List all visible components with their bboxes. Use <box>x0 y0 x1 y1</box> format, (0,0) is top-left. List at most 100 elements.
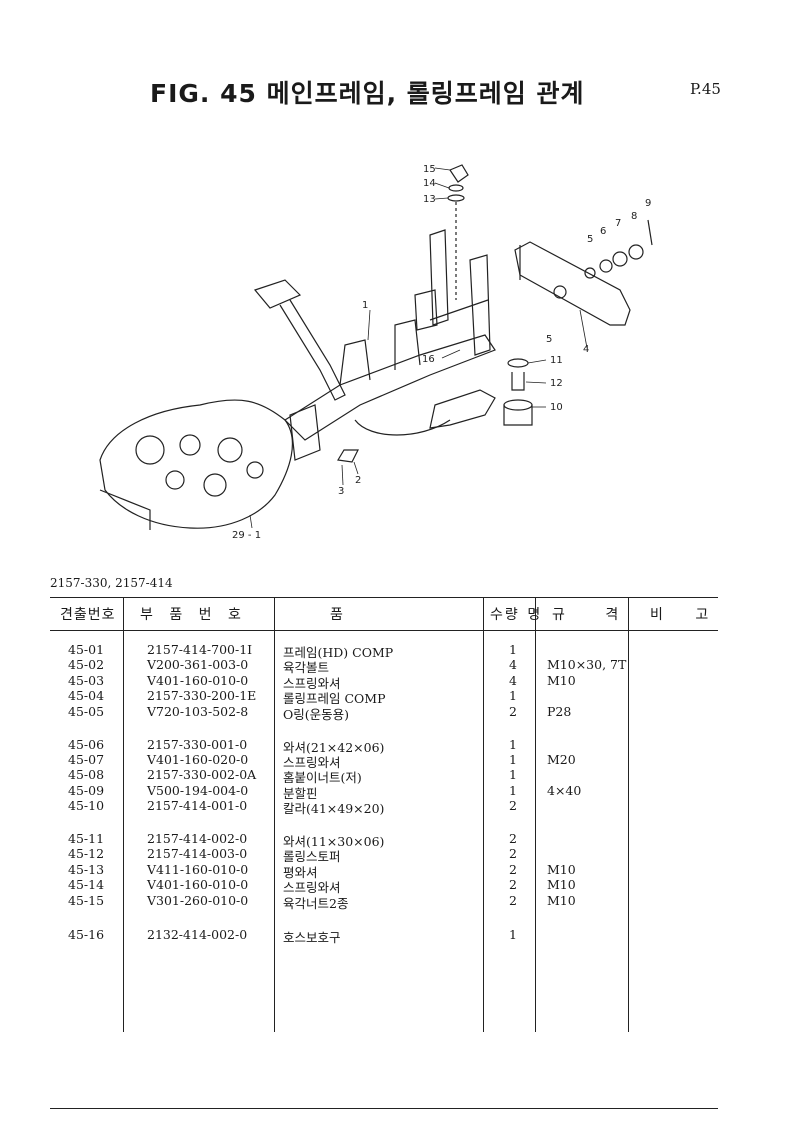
ref-no-cell: 45-04 <box>68 688 105 703</box>
qty-cell: 1 <box>509 642 517 657</box>
table-bottom-rule <box>50 1108 718 1109</box>
part-name-cell: 평와셔 <box>283 865 318 880</box>
part-name-cell: 와셔(21×42×06) <box>283 740 385 755</box>
callout-9: 9 <box>645 198 651 209</box>
page-title: FIG. 45 메인프레임, 롤링프레임 관계 <box>150 79 585 108</box>
bolt-drawing <box>337 449 359 463</box>
qty-cell: 2 <box>509 798 517 813</box>
rolling-stopper-drawing <box>511 372 525 391</box>
part-name-cell: 칼라(41×49×20) <box>283 801 385 816</box>
part-no-cell: V500-194-004-0 <box>147 783 249 798</box>
qty-cell: 1 <box>509 783 517 798</box>
part-name-cell: 프레임(HD) COMP <box>283 645 394 660</box>
exploded-parts-diagram: 15 14 13 5 6 7 8 9 1 16 5 4 11 12 10 3 2… <box>99 164 653 541</box>
ref-no-cell: 45-06 <box>68 737 105 752</box>
header-part-name: 품 명 <box>330 607 631 623</box>
ref-no-cell: 45-15 <box>68 893 105 908</box>
callout-5a: 5 <box>587 234 593 245</box>
part-no-cell: V401-160-010-0 <box>147 877 249 892</box>
header-qty: 수량 <box>490 607 520 623</box>
part-name-cell: 분할핀 <box>283 786 318 801</box>
spec-cell: M10 <box>547 673 576 688</box>
main-frame-drawing <box>284 334 496 441</box>
qty-cell: 2 <box>509 846 517 861</box>
ref-no-cell: 45-10 <box>68 798 105 813</box>
spec-cell: M10 <box>547 893 576 908</box>
part-name-cell: 홈붙이너트(저) <box>283 770 362 785</box>
qty-cell: 2 <box>509 862 517 877</box>
callout-4: 4 <box>583 344 589 355</box>
callout-1: 1 <box>362 300 368 311</box>
table-row: 45-04 2157-330-200-1E 롤링프레임 COMP 1 <box>0 688 787 706</box>
transmission-housing-drawing <box>99 399 293 529</box>
column-divider <box>274 597 275 1032</box>
qty-cell: 1 <box>509 688 517 703</box>
callout-2: 2 <box>355 475 361 486</box>
callout-16: 16 <box>422 354 435 365</box>
part-name-cell: 스프링와셔 <box>283 880 341 895</box>
part-no-cell: 2157-330-200-1E <box>147 688 257 703</box>
ref-no-cell: 45-07 <box>68 752 105 767</box>
model-numbers: 2157-330, 2157-414 <box>50 576 173 590</box>
part-no-cell: 2157-414-700-1I <box>147 642 253 657</box>
part-name-cell: 롤링프레임 COMP <box>283 691 386 706</box>
spec-cell: M10 <box>547 877 576 892</box>
ref-no-cell: 45-03 <box>68 673 105 688</box>
ref-no-cell: 45-02 <box>68 657 105 672</box>
header-spec: 규 격 <box>552 607 637 623</box>
callout-7: 7 <box>615 218 621 229</box>
qty-cell: 2 <box>509 831 517 846</box>
spec-cell: M20 <box>547 752 576 767</box>
header-ref-no: 견출번호 <box>60 607 116 623</box>
part-name-cell: 육각볼트 <box>283 660 330 675</box>
callout-15: 15 <box>423 164 436 175</box>
pedal-right-drawing <box>429 389 496 429</box>
column-divider <box>628 597 629 1032</box>
table-top-rule <box>50 597 718 598</box>
callout-11: 11 <box>550 355 563 366</box>
column-divider <box>535 597 536 1032</box>
callout-6: 6 <box>600 226 606 237</box>
qty-cell: 2 <box>509 893 517 908</box>
spec-cell: P28 <box>547 704 572 719</box>
callout-10: 10 <box>550 402 563 413</box>
part-no-cell: V301-260-010-0 <box>147 893 249 908</box>
qty-cell: 2 <box>509 704 517 719</box>
part-no-cell: 2132-414-002-0 <box>147 927 248 942</box>
spec-cell: M10 <box>547 862 576 877</box>
ref-no-cell: 45-08 <box>68 767 105 782</box>
part-no-cell: 2157-330-002-0A <box>147 767 257 782</box>
cross-member-drawing <box>514 241 631 326</box>
callout-5b: 5 <box>546 334 552 345</box>
pedal-left-drawing <box>253 279 302 309</box>
part-no-cell: 2157-330-001-0 <box>147 737 248 752</box>
qty-cell: 1 <box>509 767 517 782</box>
ref-no-cell: 45-16 <box>68 927 105 942</box>
rolling-frame-drawing <box>429 229 449 326</box>
ref-no-cell: 45-09 <box>68 783 105 798</box>
part-no-cell: 2157-414-002-0 <box>147 831 248 846</box>
table-row: 45-08 2157-330-002-0A 홈붙이너트(저) 1 <box>0 767 787 785</box>
part-no-cell: V720-103-502-8 <box>147 704 249 719</box>
header-part-no: 부 품 번 호 <box>140 607 247 623</box>
ref-no-cell: 45-13 <box>68 862 105 877</box>
part-no-cell: V401-160-010-0 <box>147 673 249 688</box>
ref-no-cell: 45-05 <box>68 704 105 719</box>
header-remarks: 비 고 <box>650 607 723 623</box>
callout-8: 8 <box>631 211 637 222</box>
qty-cell: 1 <box>509 752 517 767</box>
callout-3: 3 <box>338 486 344 497</box>
page-number: P.45 <box>690 80 721 98</box>
part-no-cell: V411-160-010-0 <box>147 862 249 877</box>
part-name-cell: 스프링와셔 <box>283 755 341 770</box>
part-name-cell: 와셔(11×30×06) <box>283 834 385 849</box>
